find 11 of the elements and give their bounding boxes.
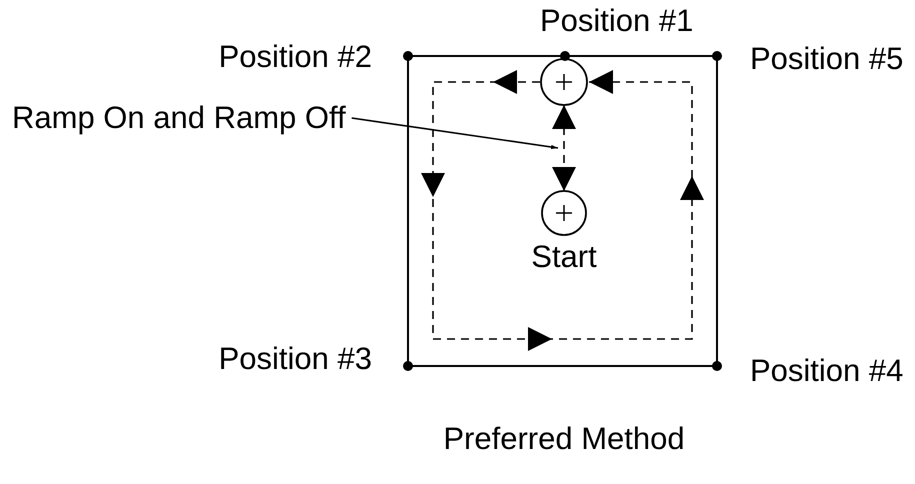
leader-line: [352, 117, 558, 150]
caption: Preferred Method: [443, 422, 685, 456]
point-label: Start: [530, 240, 598, 274]
position-label: Position #3: [218, 342, 372, 376]
callout-text: Ramp On and Ramp Off: [12, 101, 346, 135]
position-label: Position #2: [218, 40, 372, 74]
toolpath-arrow: [421, 70, 704, 351]
position-label: Position #4: [750, 354, 904, 388]
position-label: Position #5: [750, 42, 904, 76]
ramp-path-arrow: [552, 105, 576, 191]
position-label: Position #1: [540, 4, 694, 38]
